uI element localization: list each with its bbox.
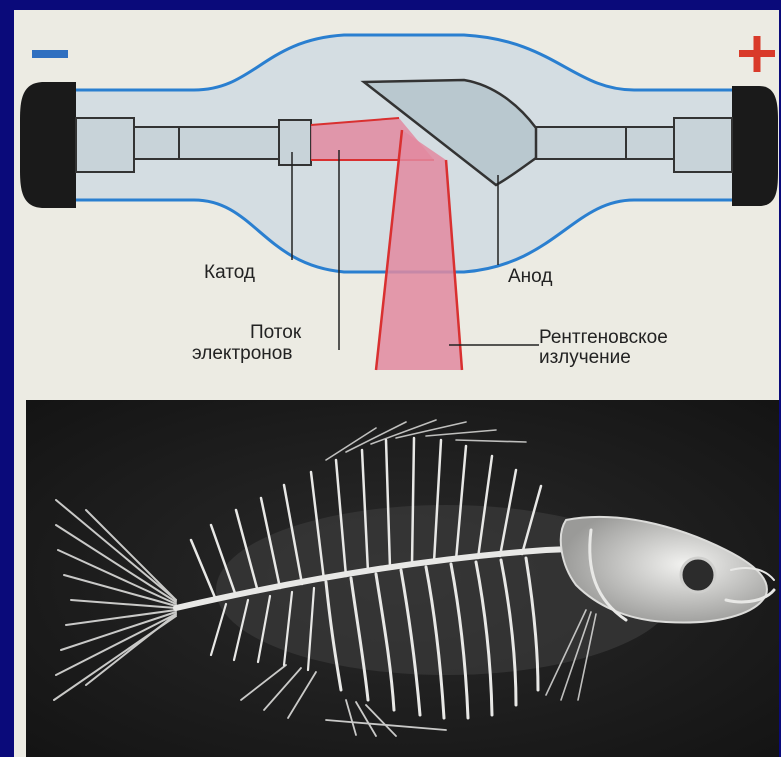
cathode	[279, 120, 311, 165]
cathode-rod-outer	[76, 118, 134, 172]
minus-sign-icon	[32, 50, 68, 58]
xray-label-line2: излучение	[539, 347, 631, 368]
cathode-rod	[134, 127, 279, 159]
plus-sign-icon	[739, 36, 775, 72]
fish-skeleton-xray-photo	[26, 400, 779, 757]
content-panel: Катод Анод Поток электронов Рентгеновско…	[14, 10, 779, 757]
anode-label: Анод	[508, 266, 552, 287]
fish-eye-socket	[681, 558, 715, 592]
cathode-label: Катод	[204, 262, 255, 283]
right-end-cap	[732, 86, 778, 206]
anode-rod	[534, 127, 674, 159]
left-end-cap	[20, 82, 76, 208]
anode-rod-outer	[674, 118, 732, 172]
electron-flow-label-line2: электронов	[192, 343, 292, 364]
xray-label-line1: Рентгеновское	[539, 327, 668, 348]
electron-flow-label-line1: Поток	[250, 322, 301, 343]
